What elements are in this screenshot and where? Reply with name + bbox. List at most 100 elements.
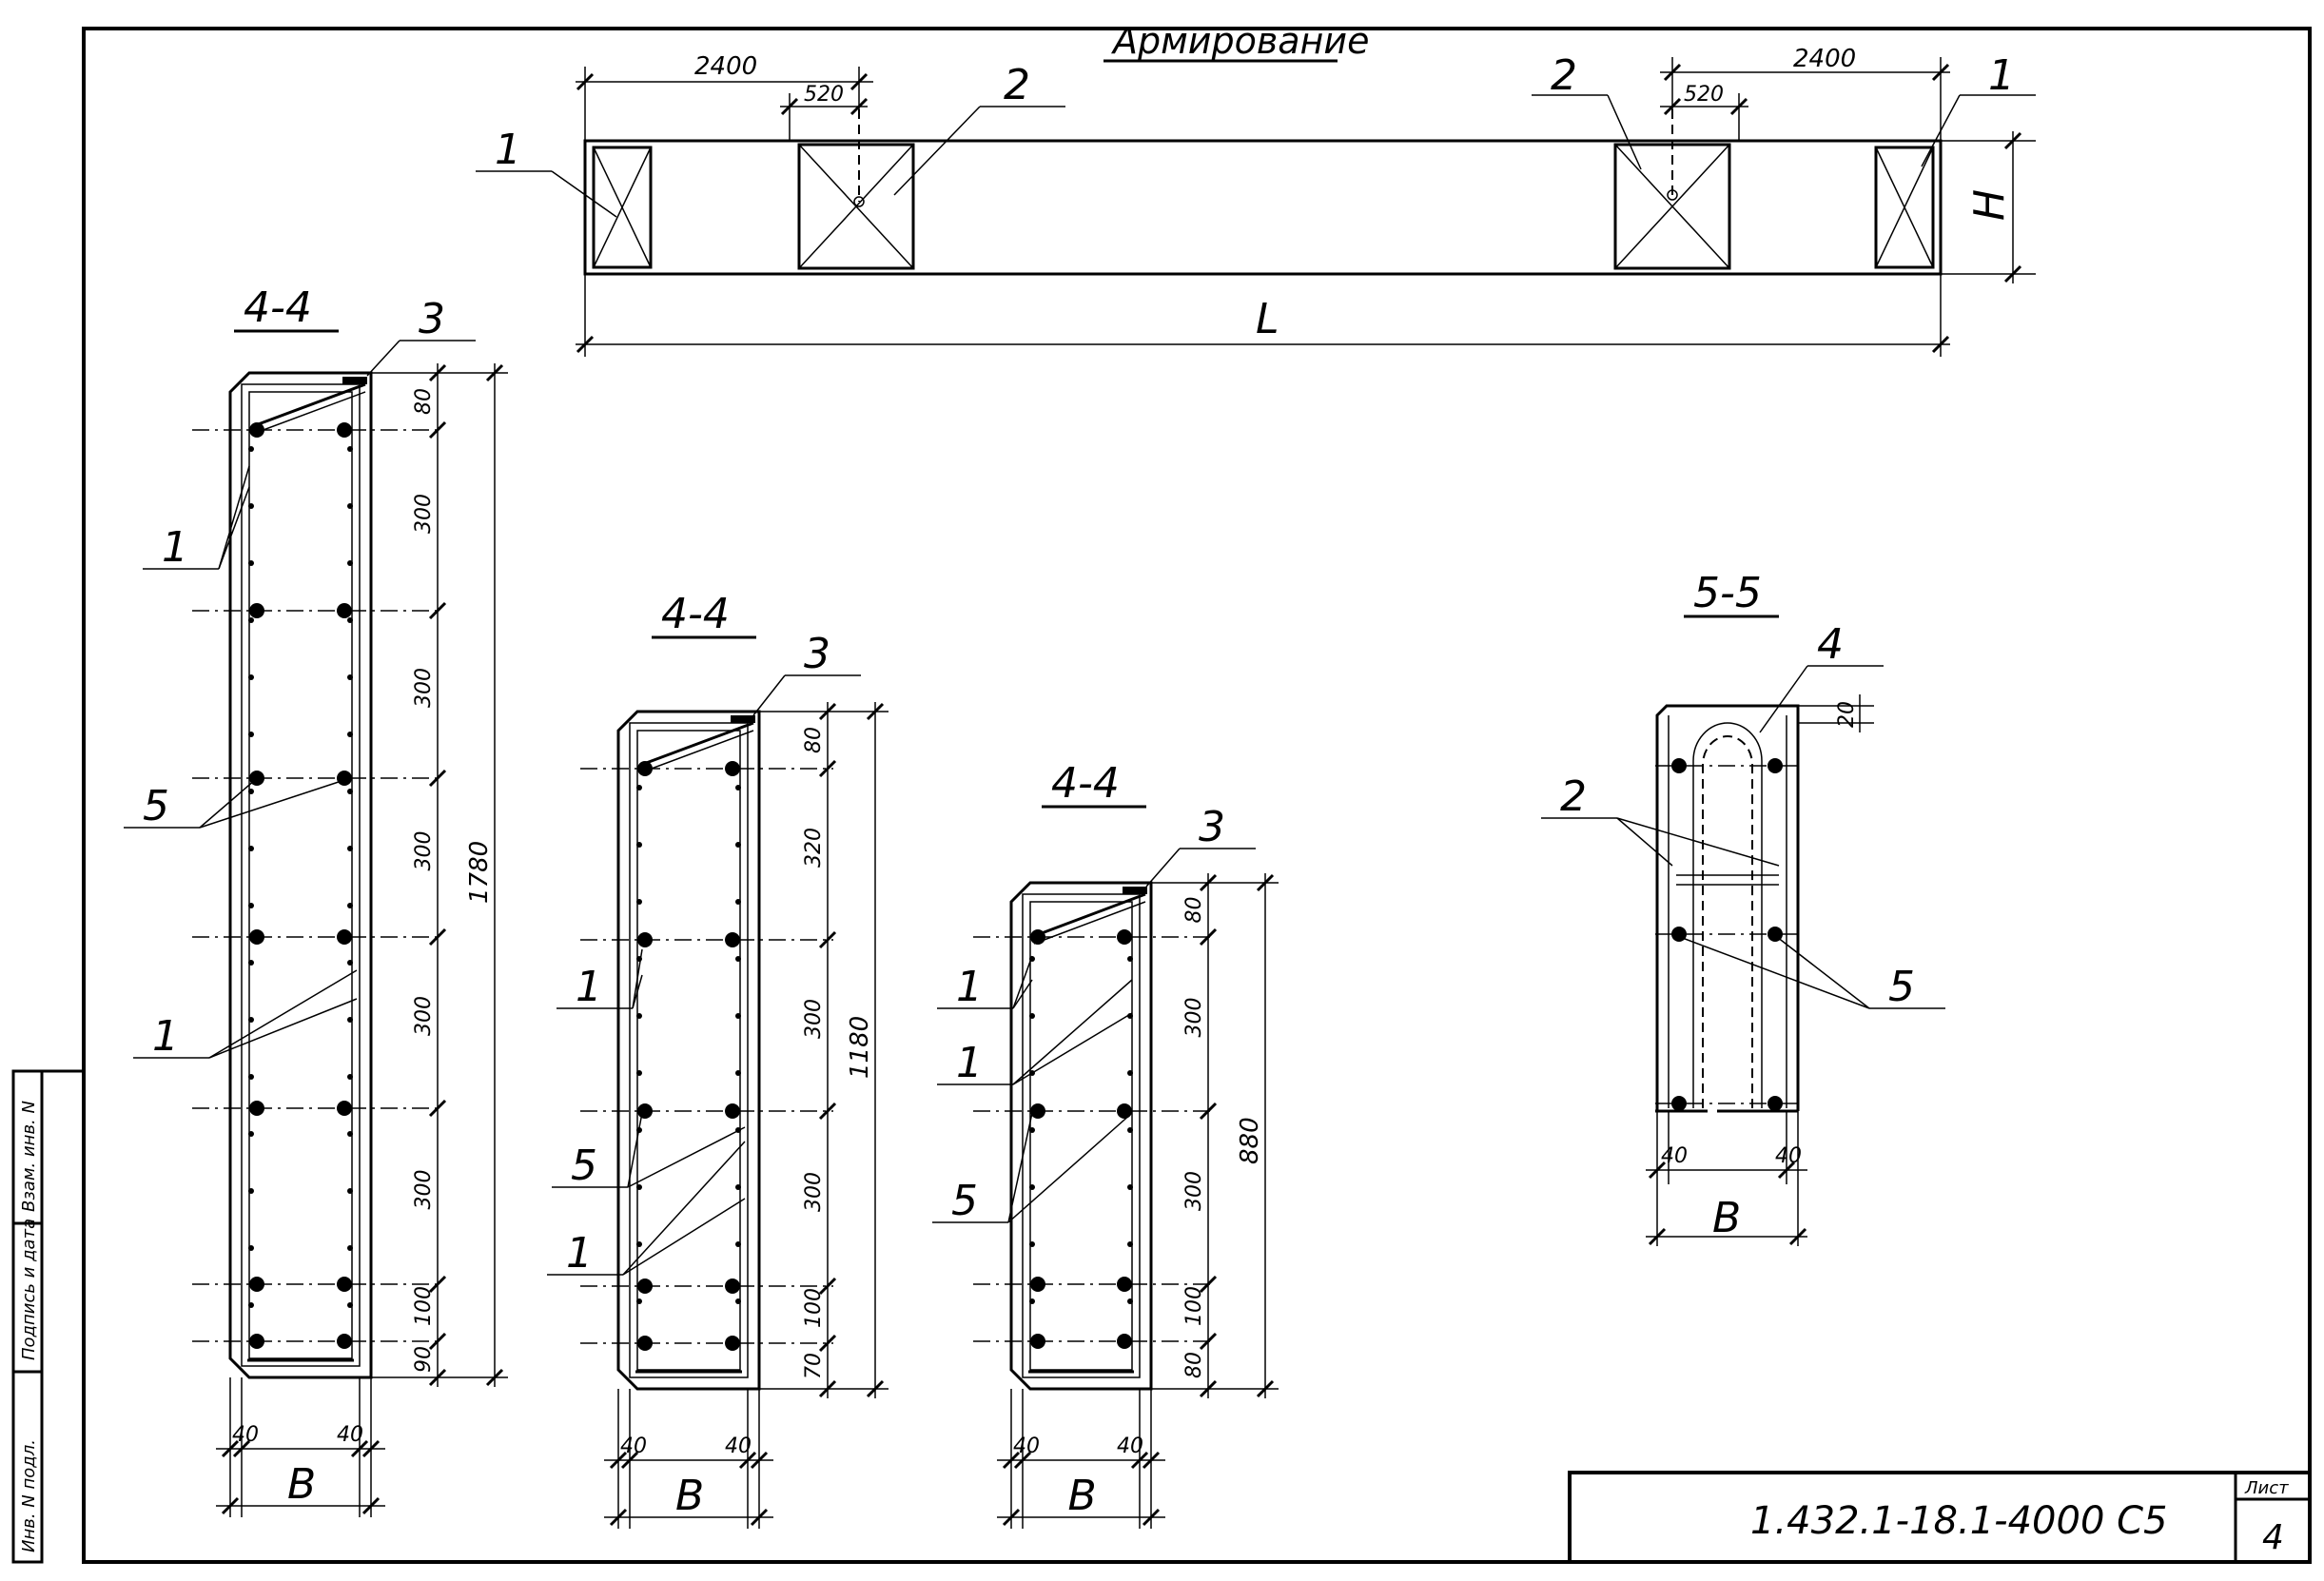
section_b-bar	[725, 932, 740, 947]
section_a-left-cover: 40	[232, 1423, 259, 1447]
section_a-right-cover: 40	[337, 1423, 363, 1447]
section_a-bar	[337, 929, 352, 945]
section_b-bar	[637, 932, 653, 947]
sheet-label: Лист	[2244, 1478, 2289, 1498]
section_c-total: 880	[1236, 1117, 1264, 1164]
section_c-width: B	[1068, 1472, 1097, 1520]
section_b-bar	[725, 1336, 740, 1351]
section_c-label: 3	[1199, 803, 1225, 851]
section_c-left-cover: 40	[1013, 1435, 1040, 1458]
section_c-bar	[1030, 1277, 1045, 1292]
section_a-bar	[249, 603, 264, 618]
section_c-bar	[1117, 929, 1132, 945]
plan-view: 2400 520 2400 520 L H 1 2 2 1	[476, 45, 2036, 357]
section_a-bar	[337, 1101, 352, 1116]
section_a-spacing: 300	[412, 996, 436, 1036]
sheet-number: 4	[2262, 1518, 2284, 1557]
section_a-spacing: 300	[412, 668, 436, 708]
section_a-title: 4-4	[244, 283, 312, 332]
section_b-width: B	[675, 1472, 704, 1520]
dim-520-left: 520	[804, 83, 844, 107]
section-d-title: 5-5	[1693, 569, 1762, 617]
section-d-left-cover: 40	[1661, 1144, 1688, 1168]
section_a-label: 5	[143, 782, 169, 830]
section_c-label: 1	[956, 963, 983, 1011]
section-d: 5-5 20 40 40 B 4	[1541, 569, 1945, 1246]
section_c-label: 1	[956, 1039, 983, 1087]
section_a-outline	[228, 371, 373, 1379]
section_b-label: 1	[576, 963, 602, 1011]
section_a-label: 1	[162, 523, 188, 572]
section_b-bar	[637, 1278, 653, 1294]
section_c-spacing: 80	[1182, 1352, 1206, 1378]
section_b-title: 4-4	[661, 590, 730, 638]
section_a-total: 1780	[465, 841, 494, 904]
plan-pos-2-left: 2	[1004, 61, 1030, 109]
plan-pos-1-left: 1	[495, 126, 521, 174]
section_c-bar	[1030, 1334, 1045, 1349]
section_a-spacing: 300	[412, 1170, 436, 1210]
section-d-pos-2: 2	[1560, 772, 1587, 821]
stamp-field-1: Инв. N подл.	[19, 1439, 39, 1552]
section_a-spacing: 300	[412, 494, 436, 534]
section_c-spacing: 80	[1182, 897, 1206, 924]
section-d-pos-4: 4	[1817, 620, 1844, 669]
section_c-bar	[1030, 1103, 1045, 1119]
section_a-spacing: 90	[412, 1346, 436, 1373]
section_a-label: 3	[419, 295, 445, 343]
section_a-bar	[249, 1101, 264, 1116]
section_a-bar	[249, 1334, 264, 1349]
section_b-label: 5	[571, 1142, 597, 1190]
section_b-label: 1	[566, 1229, 593, 1278]
section-c: 4-4 80 300 300 100 80 880 40 40B 1 1 5 3	[932, 759, 1279, 1529]
section_a-bar	[337, 422, 352, 438]
section_b-spacing: 300	[802, 999, 826, 1039]
dim-2400-left: 2400	[694, 52, 757, 81]
section-d-right-cover: 40	[1775, 1144, 1802, 1168]
drawing-title: Армирование	[1110, 20, 1369, 62]
section_a-spacing: 300	[412, 831, 436, 871]
stamp-field-3: Взам. инв. N	[19, 1101, 39, 1212]
section_b-spacing: 80	[802, 727, 826, 753]
section_b-bar	[637, 1103, 653, 1119]
plan-pos-2-right: 2	[1551, 51, 1577, 100]
section_a-bar	[337, 771, 352, 786]
section_c-right-cover: 40	[1117, 1435, 1143, 1458]
section_a-bar	[249, 1277, 264, 1292]
section_b-bar	[637, 1336, 653, 1351]
stamp-field-2: Подпись и дата	[19, 1219, 39, 1360]
section_a-bar	[337, 603, 352, 618]
section-d-pos-5: 5	[1888, 963, 1915, 1011]
section_b-left-cover: 40	[620, 1435, 647, 1458]
section_c-title: 4-4	[1051, 759, 1120, 808]
dim-H: H	[1965, 189, 2014, 221]
beam-outline	[583, 139, 1943, 276]
section_b-spacing: 70	[802, 1353, 826, 1379]
section_c-spacing: 100	[1182, 1286, 1206, 1326]
section_a-bar	[249, 422, 264, 438]
sheet-frame: Инв. N подл. Подпись и дата Взам. инв. N…	[11, 27, 2312, 1564]
section_a-bar	[337, 1334, 352, 1349]
section_b-label: 3	[804, 630, 830, 678]
section_b-bar	[637, 761, 653, 776]
section_c-spacing: 300	[1182, 1171, 1206, 1211]
section_b-spacing: 300	[802, 1172, 826, 1212]
section_b-right-cover: 40	[725, 1435, 752, 1458]
section-d-top-dim: 20	[1835, 701, 1859, 728]
section_a-width: B	[287, 1460, 316, 1509]
side-stamp	[11, 1069, 44, 1564]
section_b-bar	[725, 761, 740, 776]
section_b-bar	[725, 1103, 740, 1119]
section_c-bar	[1117, 1103, 1132, 1119]
section_c-bar	[1117, 1277, 1132, 1292]
title-block	[1568, 1471, 2312, 1564]
dim-L: L	[1256, 295, 1279, 343]
section_a-bar	[337, 1277, 352, 1292]
section_c-spacing: 300	[1182, 998, 1206, 1038]
section_c-label: 5	[951, 1177, 978, 1225]
section_b-bar	[725, 1278, 740, 1294]
plan-pos-1-right: 1	[1988, 51, 2015, 100]
